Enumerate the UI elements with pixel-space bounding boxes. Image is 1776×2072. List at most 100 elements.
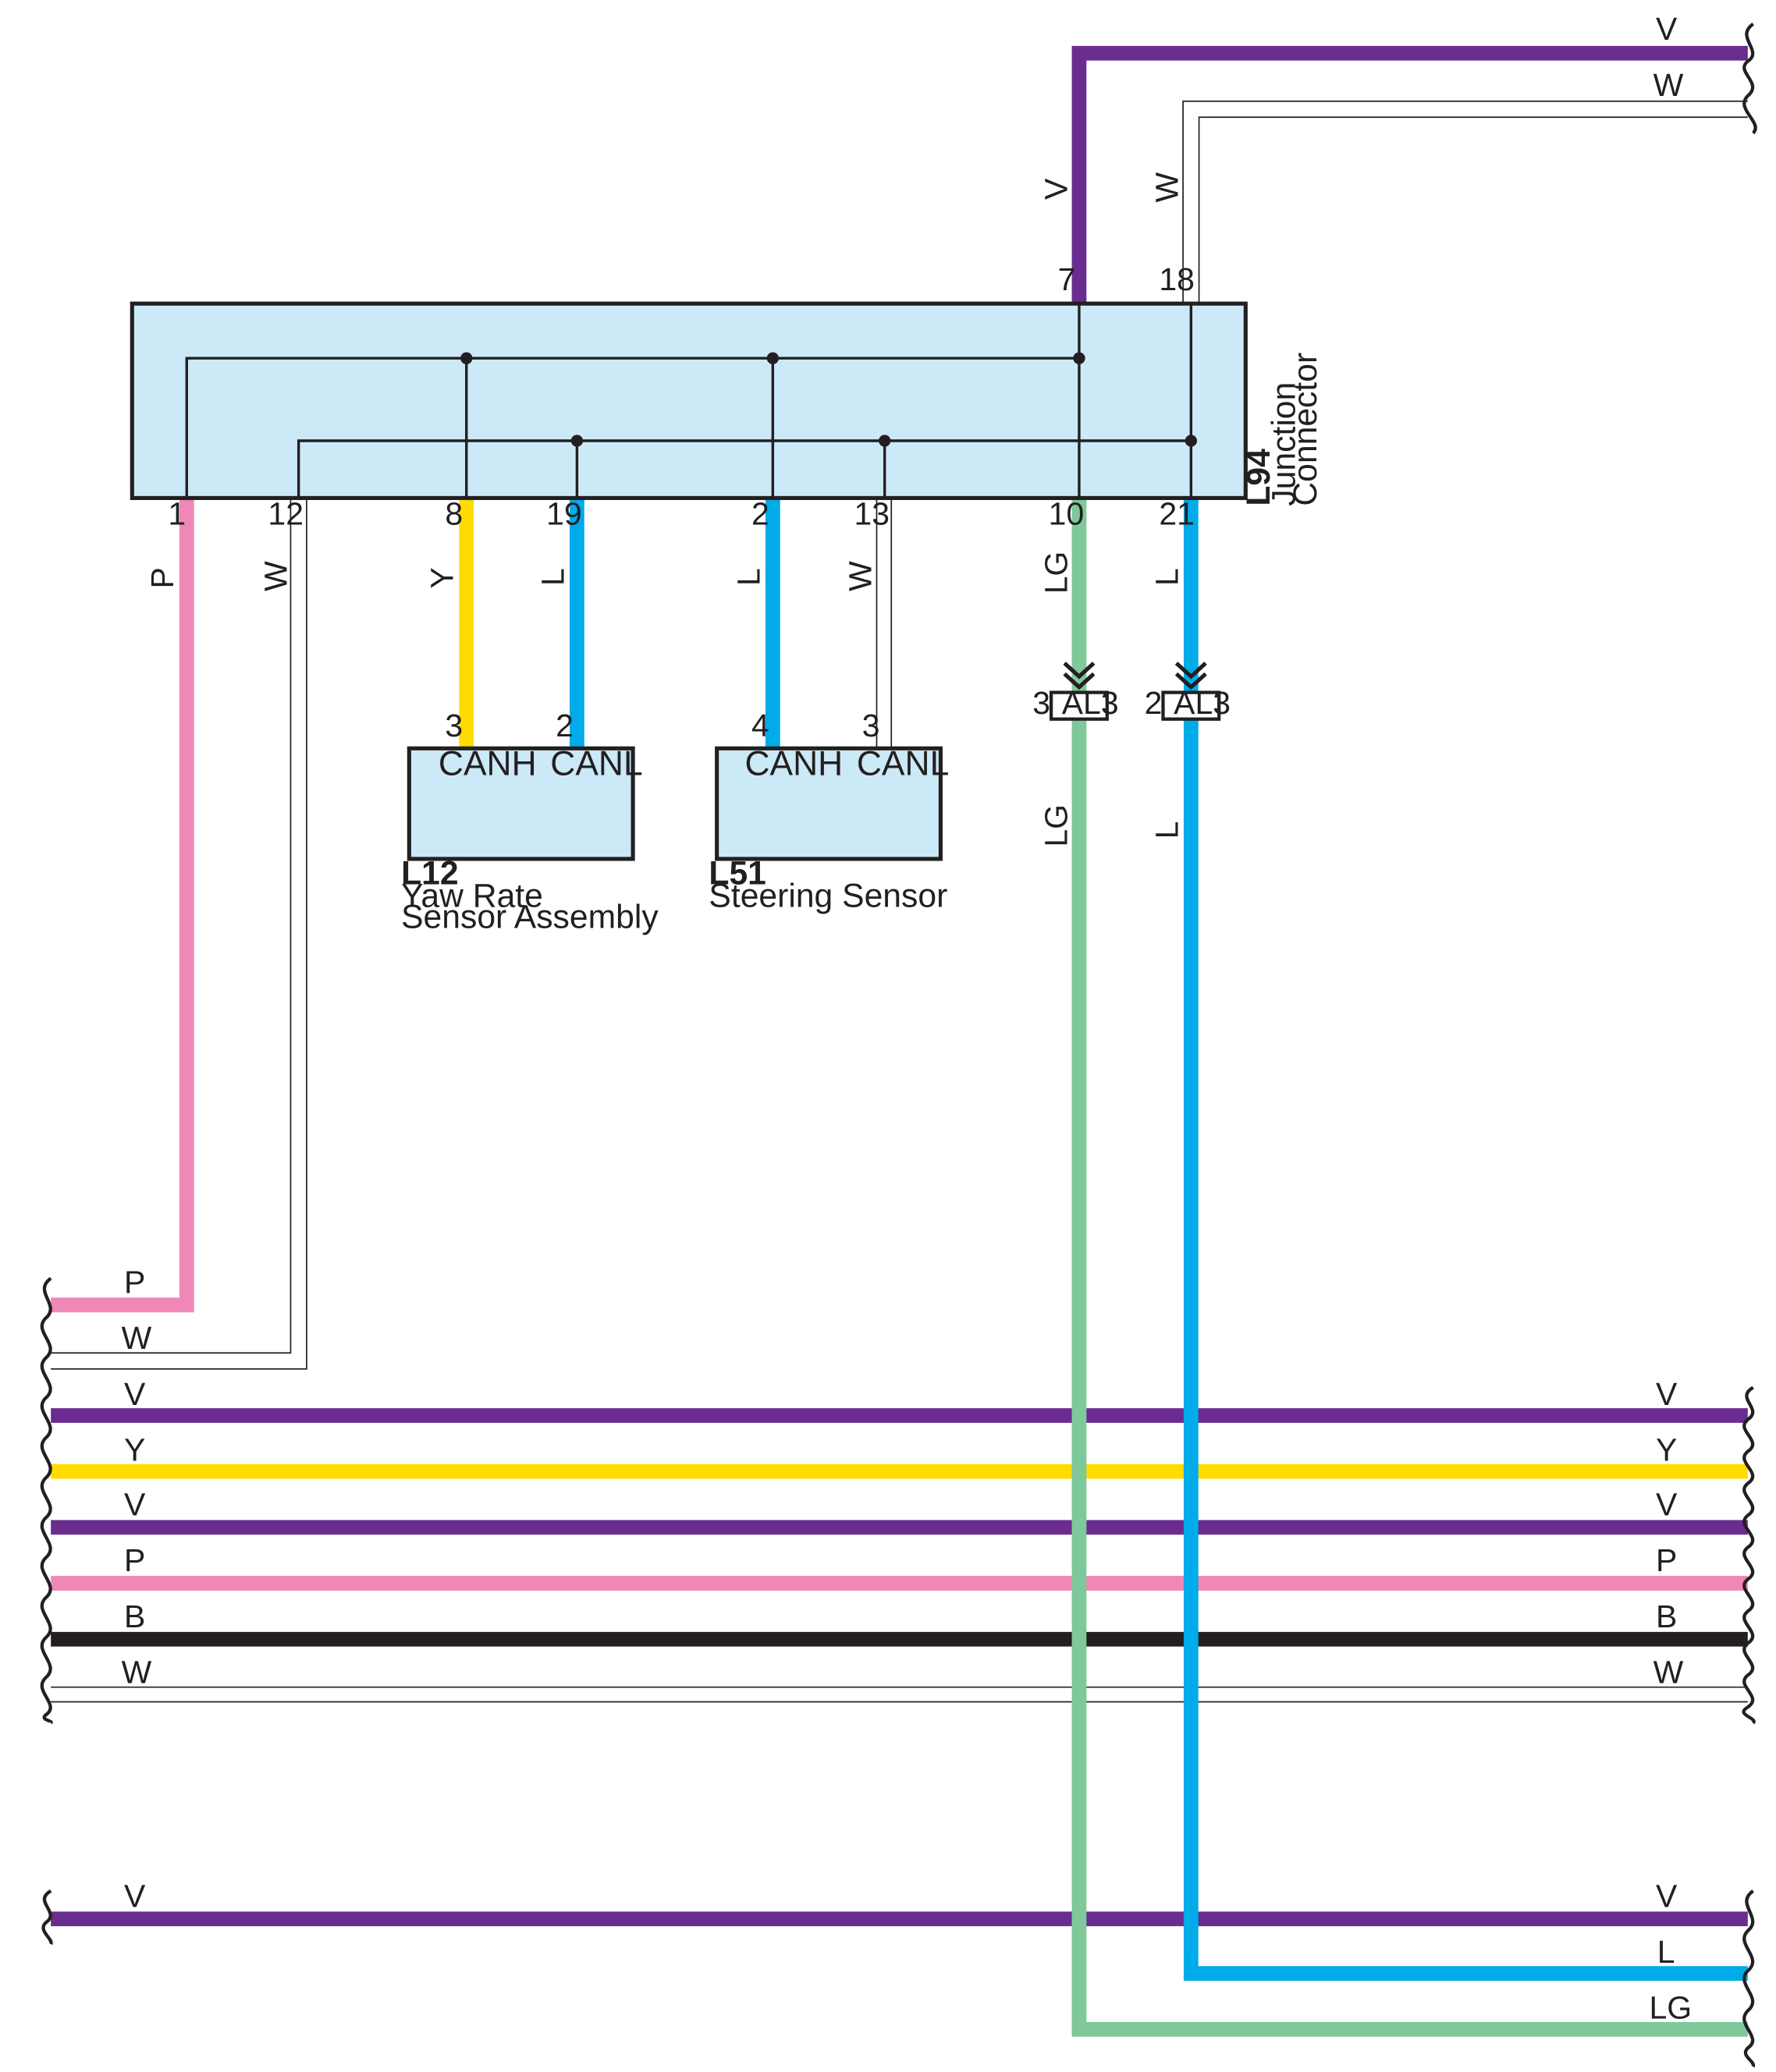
junction-connector-id: L94 (1240, 449, 1277, 506)
al3-l-box (1161, 690, 1221, 721)
label-drop-y: Y (424, 567, 460, 588)
junction-splice-dots (460, 352, 1198, 447)
wire-l-trunk (1183, 499, 1748, 1982)
label-bottom-v-right: V (1656, 1878, 1678, 1914)
break-mark-right-top (1742, 22, 1757, 135)
bus-wires (51, 1408, 1748, 1927)
wire-lg-trunk (1071, 499, 1748, 2037)
wire-w-left-outer (51, 499, 307, 1370)
al3-l-pin: 2 (1145, 685, 1163, 721)
junction-connector-name-2: Connector (1287, 353, 1324, 506)
label-drop-l21: L (1149, 568, 1185, 586)
yaw-rate-sensor-name-1: Yaw Rate (401, 877, 543, 914)
label-drop-l19: L (535, 568, 570, 586)
label-below-al3-l: L (1149, 821, 1185, 839)
inline-connector-al3-lg: AL3 3 (1032, 662, 1119, 721)
can-trunk-wires (1071, 499, 1748, 2037)
al3-lg-id: AL3 (1062, 685, 1119, 721)
label-drop-p: P (144, 567, 180, 588)
yaw-canh-label: CANH (439, 744, 537, 782)
junction-connector-body (130, 301, 1248, 500)
steer-canh-label: CANH (745, 744, 844, 782)
label-left-w: W (122, 1320, 152, 1356)
label-v-top-vertical: V (1039, 178, 1074, 200)
label-bus-y-right: Y (1656, 1432, 1677, 1468)
al3-l-arrow-top (1174, 662, 1207, 679)
label-bus-p-right: P (1656, 1542, 1677, 1578)
junction-internal-bus (185, 303, 1193, 498)
left-feed-wires (51, 499, 307, 1370)
label-bottom-lg: LG (1650, 1990, 1693, 2026)
steering-sensor-name: Steering Sensor (709, 877, 947, 914)
wire-w-top-outer (1182, 100, 1748, 304)
yaw-rate-sensor-l12: CANH CANL 3 2 L12 Yaw Rate Sensor Assemb… (401, 708, 659, 936)
label-bus-v1-left: V (124, 1376, 146, 1412)
label-bus-w-left: W (122, 1655, 152, 1691)
inline-connector-al3-l: AL3 2 (1145, 662, 1231, 721)
label-bus-v1-right: V (1656, 1376, 1678, 1412)
break-mark-right-bus (1742, 1385, 1756, 1725)
label-top-right-v: V (1656, 11, 1678, 47)
label-w-top-vertical: W (1149, 172, 1185, 202)
al3-lg-box (1049, 690, 1109, 721)
yaw-canl-label: CANL (550, 744, 642, 782)
vertical-wire-labels: V W P W Y L L W LG L LG L (144, 172, 1185, 846)
pin-8: 8 (445, 496, 463, 532)
horizontal-wire-labels: V W P W V Y V P B W V Y V P B W V V L LG (122, 11, 1693, 2026)
pin-2: 2 (751, 496, 769, 532)
wire-p-left (51, 499, 194, 1313)
al3-l-id: AL3 (1174, 685, 1231, 721)
al3-lg-arrow-top (1063, 662, 1096, 679)
break-mark-left-top (40, 1276, 53, 1725)
label-bus-v2-left: V (124, 1486, 146, 1522)
label-bus-v2-right: V (1656, 1486, 1678, 1522)
pin-10: 10 (1049, 496, 1085, 532)
steer-pin-canh: 4 (751, 708, 769, 743)
yaw-pin-canl: 2 (556, 708, 574, 743)
wire-v-top (1071, 45, 1748, 304)
label-bus-y-left: Y (124, 1432, 145, 1468)
break-mark-left-bottom (41, 1889, 53, 1946)
pin-19: 19 (546, 496, 582, 532)
top-feed-wires (1071, 45, 1748, 304)
junction-connector-l94: L94 Junction Connector 7 18 1 12 8 19 2 … (130, 261, 1324, 532)
steering-sensor-l51: CANH CANL 4 3 L51 Steering Sensor (709, 708, 949, 914)
label-bus-p-left: P (124, 1542, 145, 1578)
pin-1: 1 (168, 496, 186, 532)
break-mark-right-bottom (1742, 1889, 1756, 2068)
break-marks (40, 22, 1757, 2068)
yaw-rate-sensor-body (407, 746, 635, 861)
label-bottom-v-left: V (124, 1878, 146, 1914)
label-bus-w-right: W (1653, 1655, 1684, 1691)
steer-canl-label: CANL (857, 744, 949, 782)
al3-l-arrow-bottom (1174, 672, 1207, 690)
steering-sensor-body (715, 746, 943, 861)
yaw-rate-sensor-name-2: Sensor Assembly (401, 899, 659, 936)
label-top-right-w: W (1653, 67, 1684, 103)
label-bus-b-right: B (1656, 1598, 1677, 1634)
label-bottom-l: L (1657, 1934, 1675, 1970)
al3-lg-pin: 3 (1032, 685, 1050, 721)
pin-18: 18 (1159, 261, 1195, 297)
label-drop-l2: L (730, 568, 766, 586)
yaw-rate-sensor-id: L12 (401, 854, 459, 892)
pin-12: 12 (268, 496, 304, 532)
label-drop-w13: W (843, 561, 879, 591)
pin-21: 21 (1159, 496, 1195, 532)
steering-sensor-id: L51 (709, 854, 766, 892)
label-left-p: P (124, 1264, 145, 1300)
sensor-drop-wires (459, 499, 893, 749)
pin-13: 13 (854, 496, 890, 532)
label-bus-b-left: B (124, 1598, 145, 1634)
label-drop-w12: W (258, 561, 293, 591)
wire-w-left-inner (51, 499, 292, 1354)
yaw-pin-canh: 3 (445, 708, 463, 743)
pin-7: 7 (1058, 261, 1076, 297)
label-drop-lg: LG (1039, 552, 1074, 594)
al3-lg-arrow-bottom (1063, 672, 1096, 690)
label-below-al3-lg: LG (1039, 804, 1074, 847)
steer-pin-canl: 3 (862, 708, 880, 743)
wire-w-top-inner (1198, 116, 1748, 304)
junction-connector-name-1: Junction (1265, 382, 1302, 506)
